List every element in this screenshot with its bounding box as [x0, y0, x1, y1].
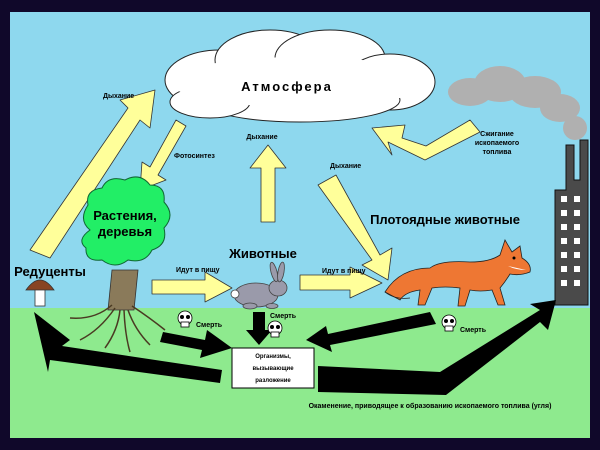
decomposers-box-line3: разложение — [255, 378, 291, 384]
skull-icon — [441, 314, 457, 332]
arrow-food-animals-to-carnivores — [299, 266, 383, 299]
food-label-1: Идут в пищу — [176, 267, 220, 274]
rabbit-icon — [230, 261, 288, 310]
arrow-decomposers — [34, 312, 222, 383]
death-label-2: Смерть — [270, 313, 297, 320]
arrow-death-plants — [160, 330, 232, 358]
combustion-label-line1: Сжигание — [480, 131, 514, 138]
death-label-1: Смерть — [196, 322, 223, 329]
combustion-label-line2: ископаемого — [475, 140, 519, 147]
arrow-respiration-decomposers — [29, 89, 156, 259]
decomposers-box-line1: Организмы, — [255, 354, 291, 360]
plants-label-line1: Растения, — [93, 208, 157, 223]
arrow-respiration-carnivores — [317, 174, 393, 281]
respiration-mid-label: Дыхание — [246, 134, 277, 141]
arrow-respiration-animals — [249, 144, 287, 223]
animals-label: Животные — [228, 246, 297, 261]
respiration-right-label: Дыхание — [330, 163, 361, 170]
death-label-3: Смерть — [460, 327, 487, 334]
skull-icon — [177, 310, 193, 328]
food-label-2: Идут в пищу — [322, 268, 366, 275]
smoke-icon — [448, 66, 587, 140]
decomposers-box — [231, 347, 315, 389]
fossilization-label: Окаменение, приводящее к образованию иск… — [309, 402, 552, 410]
arrow-food-plants-to-animals — [151, 271, 233, 303]
atmosphere-label: Атмосфера — [241, 79, 333, 94]
skull-icon — [267, 320, 283, 338]
carnivores-label: Плотоядные животные — [370, 212, 520, 227]
factory-icon — [554, 139, 589, 306]
arrow-combustion — [371, 119, 481, 161]
decomposers-label: Редуценты — [14, 264, 86, 279]
arrow-death-animals — [246, 312, 272, 345]
decomposers-box-line2: вызывающие — [252, 366, 294, 372]
arrow-fossilization — [318, 300, 556, 395]
tree-icon — [69, 176, 171, 353]
respiration-left-label: Дыхание — [103, 93, 134, 100]
arrow-death-carnivores — [306, 312, 436, 352]
photosynthesis-label: Фотосинтез — [174, 153, 215, 160]
mushroom-icon — [25, 279, 55, 307]
plants-label-line2: деревья — [98, 224, 152, 239]
combustion-label-line3: топлива — [483, 149, 512, 156]
fox-icon — [384, 239, 531, 307]
